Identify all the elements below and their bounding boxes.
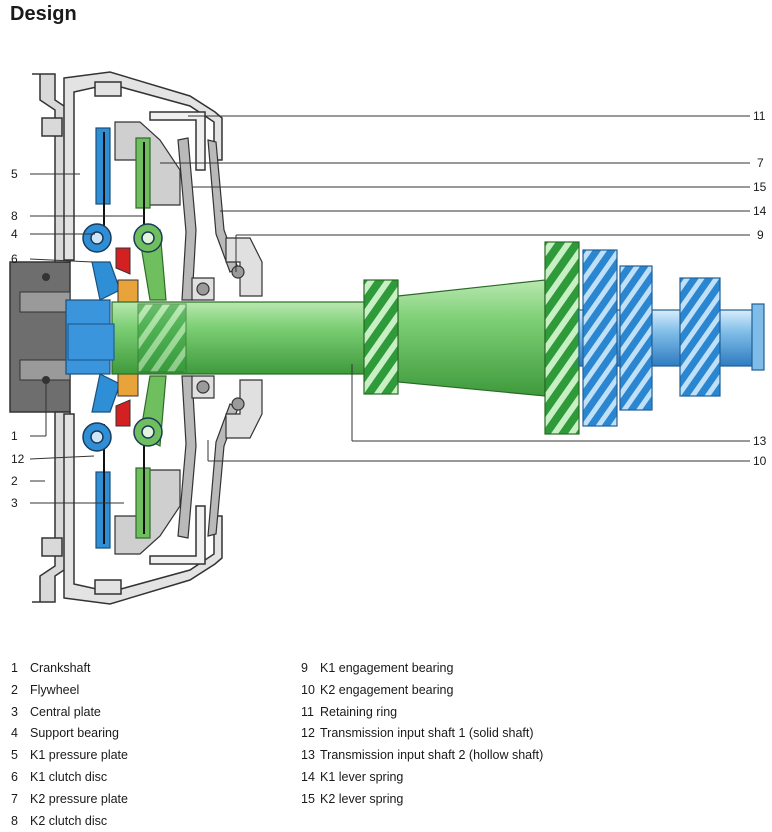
clutch-housing [63,71,223,605]
callout-6: 6 [11,252,18,266]
callout-12: 12 [11,452,25,466]
engagement-bearings [191,237,263,439]
callout-2: 2 [11,474,18,488]
page-title: Design [10,3,77,25]
callout-5: 5 [11,167,18,181]
callout-leader-lines [29,115,750,504]
callout-11: 11 [753,109,766,123]
callout-9: 9 [757,228,764,242]
clutch-cross-section-diagram [9,71,765,605]
flywheel [32,73,71,603]
crankshaft [9,261,71,413]
callout-3: 3 [11,496,18,510]
hollow-input-shaft [111,241,580,435]
inner-bearing [115,247,139,427]
callout-15: 15 [753,180,767,194]
callout-8: 8 [11,209,18,223]
callout-10: 10 [753,454,767,468]
lever-springs [177,137,239,539]
callout-1: 1 [11,429,18,443]
solid-input-shaft [67,249,765,427]
callout-4: 4 [11,227,18,241]
support-bearing [82,223,163,452]
callout-13: 13 [753,434,767,448]
callout-7: 7 [757,156,764,170]
callout-14: 14 [753,204,767,218]
